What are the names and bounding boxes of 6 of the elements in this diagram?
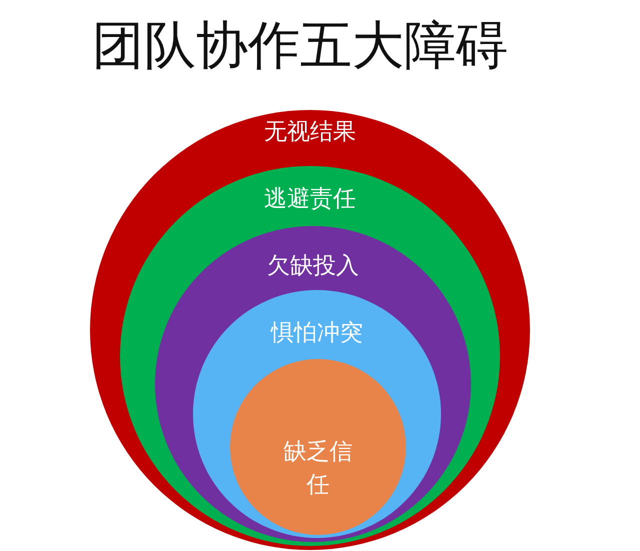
title: 团队协作五大障碍 bbox=[92, 15, 508, 78]
circle-label: 欠缺投入 bbox=[266, 252, 360, 281]
circle-label: 无视结果 bbox=[263, 118, 357, 147]
circle-label: 逃避责任 bbox=[263, 185, 357, 214]
circle-label: 惧怕冲突 bbox=[270, 319, 364, 348]
circle-label: 缺乏信任 bbox=[282, 438, 354, 500]
